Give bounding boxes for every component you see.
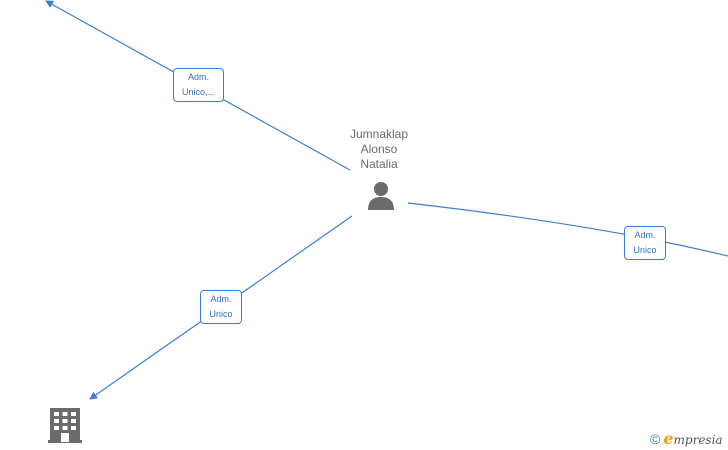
edge-label-top-left[interactable]: Adm. Unico,... [173,68,224,102]
building-icon[interactable] [48,408,82,443]
copyright-symbol: © [650,431,661,447]
edge-line-right [407,202,728,257]
empresia-watermark[interactable]: ©empresia [650,429,723,448]
person-name-line-2: Alonso [360,142,398,156]
brand-name: mpresia [673,433,723,447]
edge-label-line-2: Unico [209,309,233,319]
edge-label-line-2: Unico,... [181,87,215,97]
brand-initial: e [663,429,674,448]
edge-label-line-1: Adm. [210,294,232,304]
edge-label-line-2: Unico [633,245,657,255]
person-icon[interactable] [368,182,394,210]
edge-label-right[interactable]: Adm. Unico [624,226,666,260]
edge-label-line-1: Adm. [187,72,209,82]
person-name-label[interactable]: Jumnaklap Alonso Natalia [330,127,428,172]
person-name-line-3: Natalia [360,157,398,171]
person-name-line-1: Jumnaklap [349,127,409,141]
edge-label-line-1: Adm. [634,230,656,240]
edge-label-bottom-left[interactable]: Adm. Unico [200,290,242,324]
